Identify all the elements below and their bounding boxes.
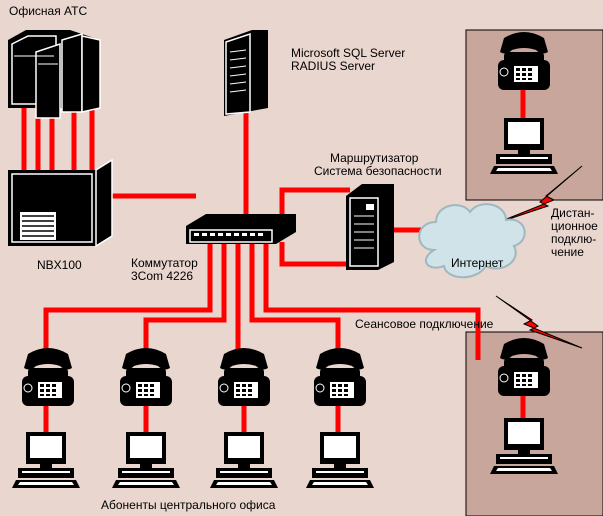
- remote-connection-label-2: ционное: [551, 219, 598, 233]
- subscriber-phone-icon-3: [217, 347, 271, 407]
- subscriber-phone-icon-1: [21, 347, 75, 407]
- security-system-label: Система безопасности: [314, 164, 442, 178]
- subscriber-pc-icon-4: [306, 432, 374, 488]
- internet-label: Интернет: [451, 256, 504, 270]
- switch-label: Коммутатор: [131, 256, 198, 270]
- remote-connection-label-3: подклю-: [551, 232, 597, 246]
- internet-cloud-icon: [418, 203, 526, 279]
- session-connection-label: Сеансовое подключение: [355, 317, 494, 331]
- sql-server-label: Microsoft SQL Server: [291, 46, 406, 60]
- switch-model-label: 3Com 4226: [131, 269, 194, 283]
- remote-connection-label-1: Дистан-: [551, 206, 595, 220]
- subscribers-label: Абоненты центрального офиса: [101, 498, 276, 512]
- router-icon: [346, 184, 394, 270]
- lightning-bolt-bottom: [495, 295, 583, 349]
- remote-connection-label-4: чение: [551, 245, 584, 259]
- remote-bottom-phone-icon: [497, 337, 551, 397]
- network-links: [21, 82, 526, 432]
- remote-top-phone-icon: [497, 31, 551, 91]
- subscriber-pc-icon-2: [112, 432, 180, 488]
- office-pbx-label: Офисная АТС: [9, 4, 88, 18]
- subscriber-phone-icon-4: [313, 347, 367, 407]
- office-pbx-icon: [8, 30, 101, 119]
- switch-icon: [186, 214, 296, 244]
- nbx100-label: NBX100: [37, 258, 82, 272]
- subscriber-phone-icon-2: [119, 347, 173, 407]
- router-label: Маршрутизатор: [330, 151, 419, 165]
- radius-server-label: RADIUS Server: [291, 59, 376, 73]
- subscriber-pc-icon-1: [12, 432, 80, 488]
- nbx100-icon: [8, 158, 113, 248]
- sql-server-icon: [224, 30, 268, 116]
- subscriber-pc-icon-3: [210, 432, 278, 488]
